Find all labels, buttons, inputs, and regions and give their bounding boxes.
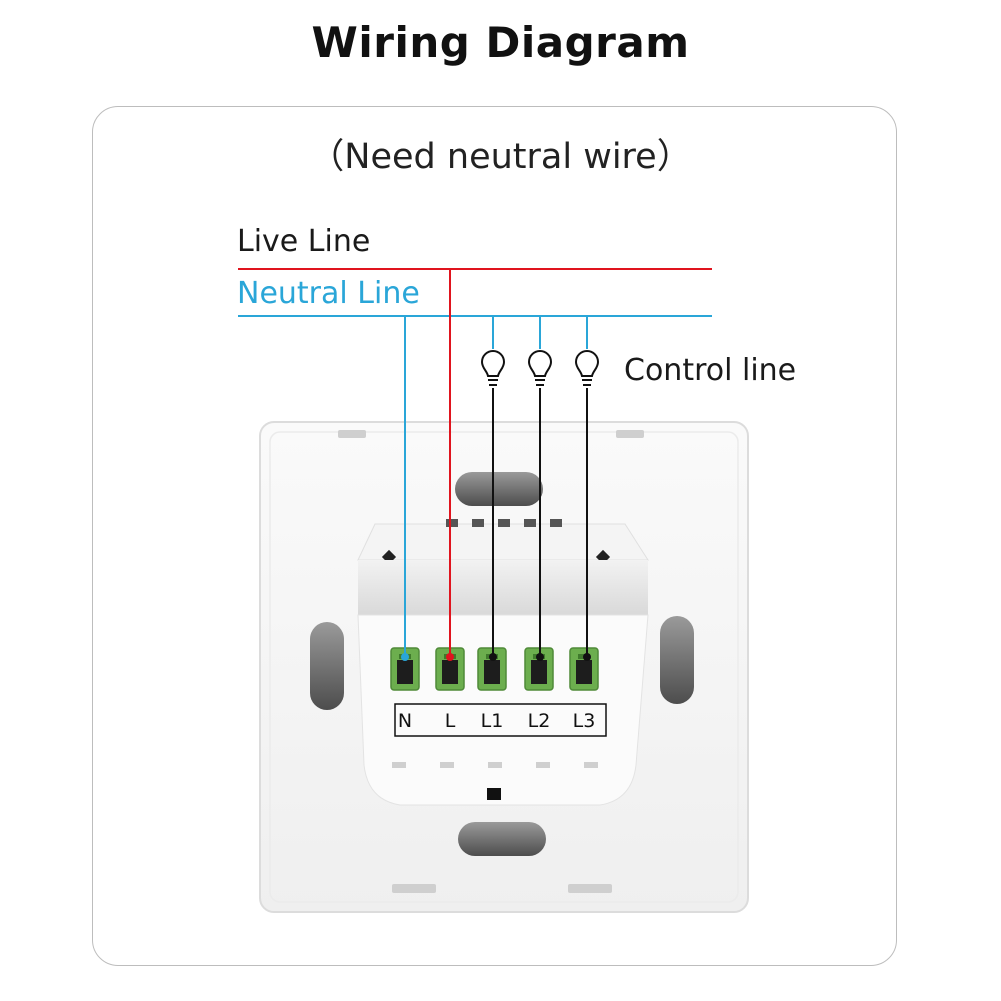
terminal-n xyxy=(390,647,420,691)
mount-slot-left xyxy=(310,622,344,710)
wires xyxy=(238,268,712,660)
control-line-label: Control line xyxy=(624,353,797,388)
neutral-line-label: Neutral Line xyxy=(237,276,420,311)
lamp-icon xyxy=(527,316,553,661)
terminal-blocks xyxy=(390,647,599,691)
lamp-icon xyxy=(574,316,600,661)
diagram-frame xyxy=(92,106,897,966)
lamps xyxy=(480,316,600,661)
terminal-label-l1: L1 xyxy=(481,710,504,732)
terminal-l1 xyxy=(477,647,507,691)
terminal-labels: N L L1 L2 L3 xyxy=(398,710,595,732)
terminal-label-box xyxy=(394,703,607,737)
live-line-label: Live Line xyxy=(237,224,371,259)
diagram-title: Wiring Diagram xyxy=(311,18,690,67)
lamp-icon xyxy=(480,316,506,661)
subtitle: （Need neutral wire） xyxy=(309,137,692,177)
terminal-label-n: N xyxy=(398,710,412,732)
terminal-label-l3: L3 xyxy=(573,710,596,732)
mount-slot-bottom xyxy=(458,822,546,856)
terminal-l3 xyxy=(569,647,599,691)
mount-slot-right xyxy=(660,616,694,704)
mount-slot-top xyxy=(455,472,543,506)
terminal-label-l2: L2 xyxy=(528,710,551,732)
terminal-label-l: L xyxy=(445,710,456,732)
